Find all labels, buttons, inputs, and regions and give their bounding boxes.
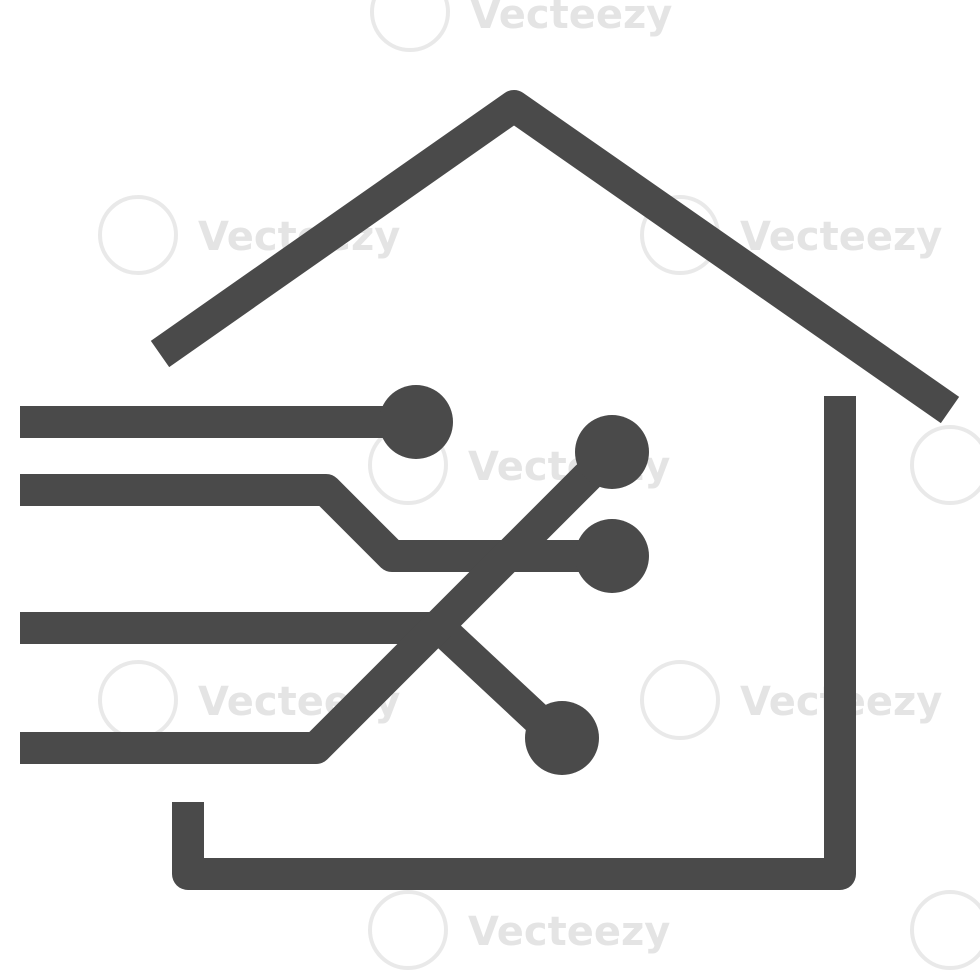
watermark-text-7: Vecteezy xyxy=(468,909,670,955)
circuit-node-1 xyxy=(379,385,453,459)
watermark-text-3: Vecteezy xyxy=(740,214,942,260)
circuit-node-3 xyxy=(575,519,649,593)
house-wall-line xyxy=(172,396,856,890)
circuit-node-2 xyxy=(575,415,649,489)
icon-strokes xyxy=(20,90,960,890)
circuit-node-4 xyxy=(525,701,599,775)
circuit-nodes xyxy=(379,385,649,775)
circuit-line-4 xyxy=(20,440,624,764)
roof-line xyxy=(150,90,960,424)
watermark-text-1: Vecteezy xyxy=(470,0,672,38)
